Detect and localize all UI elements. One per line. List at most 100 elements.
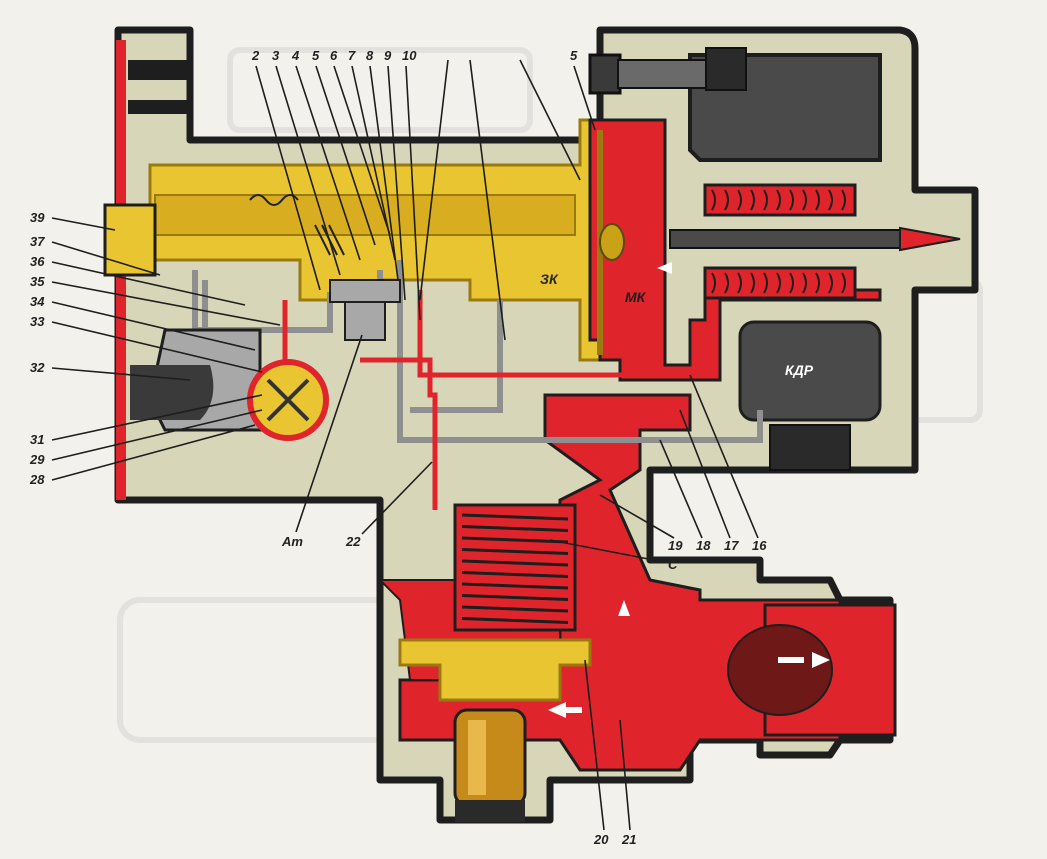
at-piston bbox=[344, 299, 386, 341]
label-top-1-leader bbox=[275, 65, 341, 276]
label-top-4-leader bbox=[333, 65, 391, 236]
label-top-0-leader bbox=[255, 65, 321, 291]
label-top-2: 4 bbox=[291, 48, 300, 63]
leader-unlabeled-1 bbox=[469, 59, 506, 341]
label-left-3-leader bbox=[51, 281, 281, 326]
label-top-7-leader bbox=[387, 65, 406, 301]
label-top-4: 6 bbox=[330, 48, 338, 63]
label-top-5-leader bbox=[351, 65, 396, 261]
valve-nut bbox=[455, 800, 525, 822]
spring-coil-line bbox=[461, 525, 569, 532]
label-left-9: 28 bbox=[29, 472, 45, 487]
label-top-8-leader bbox=[405, 65, 421, 321]
leader-unlabeled-0 bbox=[419, 59, 449, 301]
label-c-leader bbox=[549, 539, 665, 563]
label-left-0-leader bbox=[51, 217, 116, 231]
kdr-chamber bbox=[738, 320, 882, 422]
spring-coil-line bbox=[461, 617, 569, 624]
label-left-6: 32 bbox=[30, 360, 45, 375]
label-left-2: 36 bbox=[30, 254, 45, 269]
left-ridge-top bbox=[128, 60, 188, 80]
spool-spring-top bbox=[249, 194, 299, 206]
label-20-leader bbox=[584, 659, 605, 831]
label-top-3-leader bbox=[315, 65, 376, 246]
label-top-1: 3 bbox=[272, 48, 280, 63]
label-left-1: 37 bbox=[30, 234, 45, 249]
solenoid-coils bbox=[711, 189, 846, 294]
zone-mk: МК bbox=[625, 289, 647, 305]
valve-plug bbox=[453, 708, 527, 807]
inlet-filter bbox=[727, 624, 833, 716]
bolt-head bbox=[588, 53, 622, 95]
label-br-2: 17 bbox=[724, 538, 739, 553]
rod-red-tip bbox=[899, 226, 961, 252]
leader-lines bbox=[51, 59, 759, 831]
label-br-3-leader bbox=[689, 374, 759, 539]
label-br-0: 19 bbox=[668, 538, 683, 553]
upper-grey-block bbox=[329, 279, 401, 303]
spring-coil-line bbox=[461, 559, 569, 567]
label-br-3: 16 bbox=[752, 538, 767, 553]
bolt-shaft bbox=[617, 59, 709, 89]
label-21: 21 bbox=[621, 832, 636, 847]
flow-arrows bbox=[548, 262, 830, 718]
zone-zk: ЗК bbox=[540, 271, 559, 287]
spring-coil-line bbox=[461, 605, 569, 613]
label-left-2-leader bbox=[51, 261, 246, 306]
membrane-coil bbox=[599, 223, 625, 261]
label-left-5: 33 bbox=[30, 314, 45, 329]
label-br-2-leader bbox=[679, 409, 731, 539]
label-left-8-leader bbox=[51, 409, 263, 461]
label-top-6: 8 bbox=[366, 48, 374, 63]
spool-left-cap bbox=[103, 203, 157, 277]
label-left-4: 34 bbox=[30, 294, 45, 309]
label-at-leader bbox=[295, 334, 363, 533]
label-br-1-leader bbox=[659, 439, 703, 539]
label-left-3: 35 bbox=[30, 274, 45, 289]
zone-c: С bbox=[668, 557, 678, 572]
label-top-5: 7 bbox=[348, 48, 356, 63]
label-left-4-leader bbox=[51, 301, 256, 351]
label-22-leader bbox=[361, 461, 433, 535]
label-left-7-leader bbox=[51, 394, 263, 441]
left-ridge-top2 bbox=[128, 100, 188, 114]
label-br-0-leader bbox=[599, 494, 675, 539]
label-left-1-leader bbox=[51, 241, 161, 276]
label-top-0: 2 bbox=[251, 48, 260, 63]
left-dark-cup bbox=[130, 365, 214, 420]
spring-coil-line bbox=[461, 548, 569, 555]
spring-coil-line bbox=[461, 513, 569, 521]
label-20: 20 bbox=[593, 832, 609, 847]
label-left-7: 31 bbox=[30, 432, 44, 447]
zone-kdr: КДР bbox=[785, 362, 814, 378]
spring-coil-line bbox=[461, 536, 569, 544]
label-21-leader bbox=[619, 719, 631, 831]
kdr-plug bbox=[769, 424, 851, 471]
rotary-valve bbox=[247, 359, 329, 441]
spring-coil-line bbox=[461, 594, 569, 601]
label-top-9-leader bbox=[573, 65, 596, 131]
label-22: 22 bbox=[345, 534, 361, 549]
label-left-8: 29 bbox=[29, 452, 45, 467]
label-top-3: 5 bbox=[312, 48, 320, 63]
label-top-2-leader bbox=[295, 65, 361, 261]
zone-at: Ат bbox=[281, 534, 303, 549]
label-left-0: 39 bbox=[30, 210, 45, 225]
label-top-9: 5 bbox=[570, 48, 578, 63]
leader-unlabeled-2 bbox=[519, 59, 581, 181]
bolt-nut bbox=[705, 47, 747, 91]
label-left-9-leader bbox=[51, 424, 256, 481]
valve-plug-shine bbox=[468, 720, 486, 795]
label-left-5-leader bbox=[51, 321, 263, 373]
spring-coil-line bbox=[461, 571, 569, 578]
solenoid-rod bbox=[669, 229, 906, 249]
label-br-1: 18 bbox=[696, 538, 711, 553]
label-left-6-leader bbox=[51, 367, 191, 381]
label-top-6-leader bbox=[369, 65, 399, 281]
lower-diaphragm bbox=[398, 638, 592, 702]
spring-coil-line bbox=[461, 582, 569, 590]
lower-spring-stack bbox=[453, 503, 577, 632]
